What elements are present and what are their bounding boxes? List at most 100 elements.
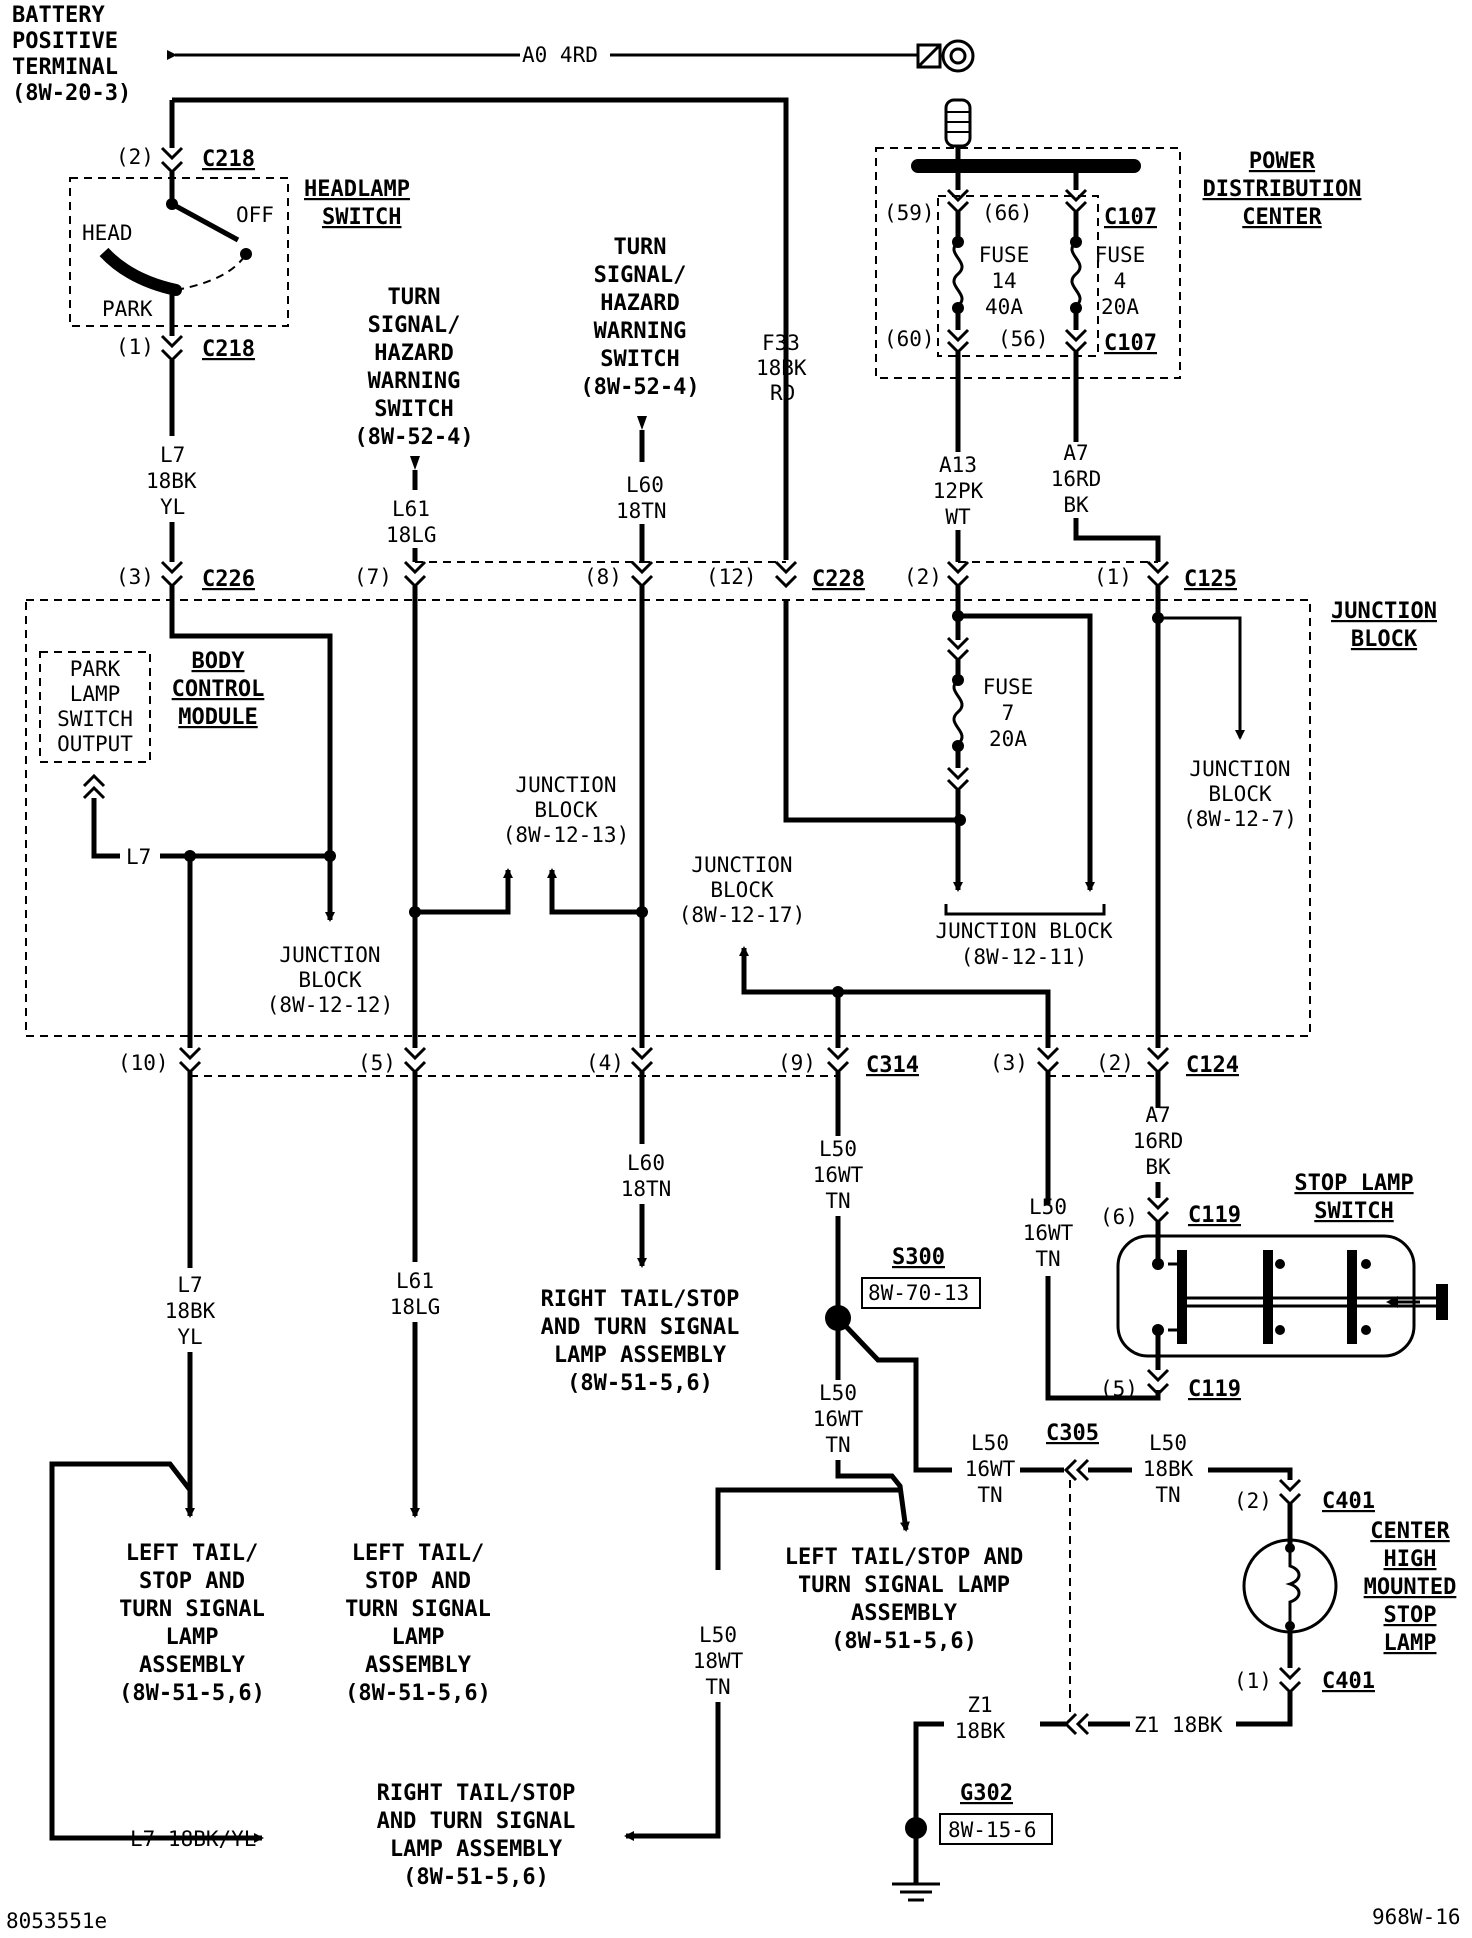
l50-a-label: L50 16WT TN bbox=[813, 1137, 864, 1213]
footer-left-code: 8053551e bbox=[6, 1909, 107, 1933]
svg-text:STOP LAMP: STOP LAMP bbox=[1294, 1171, 1413, 1196]
svg-text:HAZARD: HAZARD bbox=[374, 341, 453, 366]
tshw-left-label: TURN SIGNAL/ HAZARD WARNING SWITCH (8W-5… bbox=[354, 285, 473, 450]
svg-text:LEFT TAIL/STOP AND: LEFT TAIL/STOP AND bbox=[785, 1545, 1023, 1570]
svg-text:A13: A13 bbox=[939, 453, 977, 477]
svg-text:STOP: STOP bbox=[1384, 1603, 1437, 1628]
svg-text:WT: WT bbox=[945, 505, 971, 529]
svg-text:(2): (2) bbox=[904, 565, 942, 589]
svg-text:7: 7 bbox=[1002, 701, 1015, 725]
svg-text:(7): (7) bbox=[354, 565, 392, 589]
svg-text:40A: 40A bbox=[985, 295, 1023, 319]
svg-text:S300: S300 bbox=[892, 1245, 945, 1270]
svg-text:LAMP: LAMP bbox=[392, 1625, 445, 1650]
svg-text:LAMP ASSEMBLY: LAMP ASSEMBLY bbox=[390, 1837, 563, 1862]
s300-splice: S300 8W-70-13 bbox=[825, 1245, 981, 1331]
svg-text:SWITCH: SWITCH bbox=[600, 347, 679, 372]
svg-text:16WT: 16WT bbox=[813, 1163, 864, 1187]
svg-text:L61: L61 bbox=[396, 1269, 434, 1293]
svg-text:POWER: POWER bbox=[1249, 149, 1316, 174]
left-tail-3-label: LEFT TAIL/STOP AND TURN SIGNAL LAMP ASSE… bbox=[785, 1545, 1023, 1654]
l7-top-label: L7 18BK YL bbox=[146, 443, 197, 519]
svg-text:18BK: 18BK bbox=[955, 1719, 1006, 1743]
svg-text:BLOCK: BLOCK bbox=[298, 968, 362, 992]
c401-bottom: (1) C401 bbox=[1234, 1666, 1375, 1695]
svg-text:FUSE: FUSE bbox=[1095, 243, 1146, 267]
svg-text:RIGHT TAIL/STOP: RIGHT TAIL/STOP bbox=[377, 1781, 576, 1806]
svg-text:(3): (3) bbox=[990, 1051, 1028, 1075]
svg-text:(8W-12-7): (8W-12-7) bbox=[1183, 807, 1297, 831]
c119-bottom: (5) C119 bbox=[1100, 1368, 1241, 1402]
svg-text:JUNCTION: JUNCTION bbox=[1189, 757, 1290, 781]
svg-text:(1): (1) bbox=[1094, 565, 1132, 589]
svg-text:SIGNAL/: SIGNAL/ bbox=[368, 313, 461, 338]
svg-text:LAMP ASSEMBLY: LAMP ASSEMBLY bbox=[554, 1343, 727, 1368]
svg-text:L50: L50 bbox=[971, 1431, 1009, 1455]
svg-text:BODY: BODY bbox=[192, 649, 246, 674]
svg-text:LEFT TAIL/: LEFT TAIL/ bbox=[126, 1541, 258, 1566]
fuse14-icon bbox=[952, 212, 964, 330]
svg-text:STOP AND: STOP AND bbox=[139, 1569, 245, 1594]
chmsl-bulb-icon bbox=[1242, 1504, 1338, 1668]
svg-text:SWITCH: SWITCH bbox=[57, 707, 133, 731]
svg-text:ASSEMBLY: ASSEMBLY bbox=[139, 1653, 246, 1678]
jb-12-13-label: JUNCTION BLOCK (8W-12-13) bbox=[503, 773, 629, 847]
jb-12-7-label: JUNCTION BLOCK (8W-12-7) bbox=[1183, 757, 1297, 831]
svg-text:(6): (6) bbox=[1100, 1205, 1138, 1229]
svg-text:(1): (1) bbox=[116, 335, 154, 359]
park-lamp-output-box bbox=[39, 651, 151, 763]
left-tail-2-label: LEFT TAIL/ STOP AND TURN SIGNAL LAMP ASS… bbox=[345, 1541, 491, 1706]
jb-12-12-label: JUNCTION BLOCK (8W-12-12) bbox=[267, 943, 393, 1017]
svg-text:SWITCH: SWITCH bbox=[322, 205, 401, 230]
svg-text:(5): (5) bbox=[358, 1051, 396, 1075]
svg-text:L50: L50 bbox=[699, 1623, 737, 1647]
svg-text:TN: TN bbox=[1035, 1247, 1060, 1271]
l7-loop-label: L7 18BK/YL bbox=[130, 1827, 256, 1851]
headlamp-head-contact bbox=[99, 247, 178, 296]
svg-text:4: 4 bbox=[1114, 269, 1127, 293]
svg-text:(8W-12-13): (8W-12-13) bbox=[503, 823, 629, 847]
svg-text:WARNING: WARNING bbox=[594, 319, 687, 344]
svg-text:L61: L61 bbox=[392, 497, 430, 521]
l50-e-label: L50 18BK TN bbox=[1143, 1431, 1194, 1507]
f33-wire bbox=[172, 97, 960, 823]
svg-text:(66): (66) bbox=[982, 201, 1033, 225]
svg-text:TN: TN bbox=[1155, 1483, 1180, 1507]
c228-connector: (7) (8) (12) C228 bbox=[354, 560, 865, 592]
headlamp-park: PARK bbox=[102, 297, 153, 321]
svg-text:JUNCTION: JUNCTION bbox=[279, 943, 380, 967]
svg-text:C218: C218 bbox=[202, 337, 255, 362]
svg-text:TERMINAL: TERMINAL bbox=[12, 55, 118, 80]
fuse14-label: FUSE 14 40A bbox=[979, 243, 1030, 319]
f33-label: F33 18BK RD bbox=[756, 331, 807, 405]
svg-text:16WT: 16WT bbox=[1023, 1221, 1074, 1245]
svg-text:MODULE: MODULE bbox=[178, 705, 257, 730]
svg-text:18LG: 18LG bbox=[386, 523, 437, 547]
svg-text:BLOCK: BLOCK bbox=[534, 798, 598, 822]
svg-text:(59): (59) bbox=[884, 201, 935, 225]
chmsl-title: CENTER HIGH MOUNTED STOP LAMP bbox=[1364, 1519, 1457, 1656]
l7-inner-label: L7 bbox=[126, 845, 151, 869]
svg-text:C125: C125 bbox=[1184, 567, 1237, 592]
svg-text:16WT: 16WT bbox=[965, 1457, 1016, 1481]
svg-text:18BK: 18BK bbox=[756, 356, 807, 380]
svg-text:(3): (3) bbox=[116, 565, 154, 589]
svg-text:JUNCTION: JUNCTION bbox=[1331, 599, 1437, 624]
left-tail-1-label: LEFT TAIL/ STOP AND TURN SIGNAL LAMP ASS… bbox=[119, 1541, 265, 1706]
battery-wire-label: A0 4RD bbox=[522, 43, 598, 67]
c125-connector: (2) (1) C125 bbox=[904, 560, 1237, 592]
svg-text:ASSEMBLY: ASSEMBLY bbox=[851, 1601, 958, 1626]
svg-text:(8W-51-5,6): (8W-51-5,6) bbox=[345, 1681, 491, 1706]
svg-text:DISTRIBUTION: DISTRIBUTION bbox=[1203, 177, 1362, 202]
svg-text:YL: YL bbox=[177, 1325, 202, 1349]
svg-text:CENTER: CENTER bbox=[1370, 1519, 1450, 1544]
stop-lamp-switch-title: STOP LAMP SWITCH bbox=[1294, 1171, 1413, 1224]
svg-text:AND TURN SIGNAL: AND TURN SIGNAL bbox=[541, 1315, 740, 1340]
svg-text:RIGHT TAIL/STOP: RIGHT TAIL/STOP bbox=[541, 1287, 740, 1312]
bcm-title: BODY CONTROL MODULE bbox=[172, 649, 265, 730]
svg-text:C401: C401 bbox=[1322, 1669, 1375, 1694]
svg-text:C107: C107 bbox=[1104, 331, 1157, 356]
svg-text:YL: YL bbox=[160, 495, 185, 519]
l7-bottom-label: L7 18BK YL bbox=[165, 1273, 216, 1349]
